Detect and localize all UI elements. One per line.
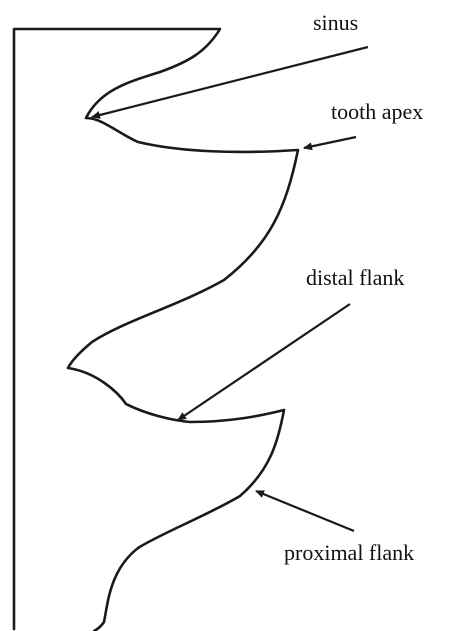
sinus-label: sinus <box>313 10 358 35</box>
distal-flank-label: distal flank <box>306 265 404 290</box>
leaf-margin-outline <box>14 29 298 631</box>
tooth-apex-label: tooth apex <box>331 99 423 124</box>
proximal-flank-arrow <box>256 491 354 531</box>
proximal-flank-label: proximal flank <box>284 540 414 565</box>
tooth-apex-arrow <box>304 137 356 148</box>
distal-flank-arrow <box>178 304 350 420</box>
